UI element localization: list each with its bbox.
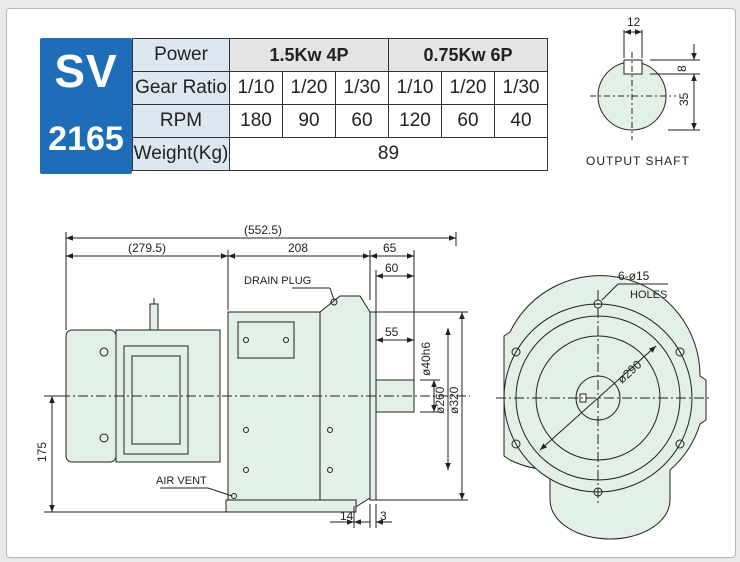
holes-label: HOLES bbox=[630, 289, 667, 301]
rpm-label: RPM bbox=[132, 104, 230, 138]
model-series: SV bbox=[54, 45, 118, 97]
mount-hole-icon bbox=[675, 347, 685, 357]
keyway bbox=[623, 59, 643, 75]
front-view bbox=[496, 275, 712, 540]
bolt-icon bbox=[99, 347, 109, 357]
weight-row: Weight(Kg) 89 bbox=[132, 137, 548, 171]
dim-shaft-dia-label: ø40h6 bbox=[419, 342, 433, 376]
inspection-cover bbox=[237, 321, 295, 359]
rpm-cell: 120 bbox=[388, 104, 442, 138]
ratio-cell: 1/20 bbox=[441, 71, 495, 105]
weight-value: 89 bbox=[229, 137, 548, 171]
mount-hole-icon bbox=[511, 439, 521, 449]
base-foot bbox=[225, 499, 357, 513]
dim-3-label: 3 bbox=[380, 509, 387, 523]
bolt-icon bbox=[243, 427, 249, 433]
dim-55-label: 55 bbox=[385, 325, 399, 339]
rpm-cell: 40 bbox=[494, 104, 548, 138]
model-number: 2165 bbox=[48, 120, 124, 158]
dim-height-label: 175 bbox=[35, 442, 49, 462]
dim-motor-label: (279.5) bbox=[128, 241, 166, 255]
ratio-label: Gear Ratio bbox=[132, 71, 230, 105]
holes-qty-label: 6-ø15 bbox=[618, 269, 650, 283]
mount-hole-icon bbox=[675, 439, 685, 449]
ratio-cell: 1/30 bbox=[494, 71, 548, 105]
dim-pcd bbox=[539, 345, 657, 451]
bolt-icon bbox=[99, 433, 109, 443]
side-view bbox=[44, 232, 470, 528]
drain-plug-label: DRAIN PLUG bbox=[244, 275, 311, 287]
leader-line bbox=[329, 287, 335, 301]
shaft-caption: OUTPUT SHAFT bbox=[586, 154, 690, 168]
air-vent-label: AIR VENT bbox=[156, 475, 207, 487]
dim-mid-label: 208 bbox=[288, 241, 308, 255]
dim-overall-label: (552.5) bbox=[244, 223, 282, 237]
rpm-cell: 90 bbox=[282, 104, 336, 138]
dim-pilot-dia-label: ø260 bbox=[433, 386, 447, 414]
dim-14-label: 14 bbox=[340, 509, 354, 523]
dim-60-label: 60 bbox=[385, 261, 399, 275]
power-row: Power 1.5Kw 4P 0.75Kw 6P bbox=[132, 38, 548, 72]
lifting-eye bbox=[149, 303, 159, 331]
ratio-row: Gear Ratio 1/10 1/20 1/30 1/10 1/20 1/30 bbox=[132, 71, 548, 105]
bolt-icon bbox=[327, 427, 333, 433]
model-badge: SV 2165 bbox=[40, 38, 132, 174]
rpm-cell: 60 bbox=[335, 104, 389, 138]
leader-line bbox=[207, 487, 233, 497]
bolt-icon bbox=[243, 337, 249, 343]
mount-hole-icon bbox=[511, 347, 521, 357]
bolt-icon bbox=[327, 467, 333, 473]
output-flange-housing bbox=[319, 295, 371, 509]
dim-65-label: 65 bbox=[383, 241, 397, 255]
shaft-key-depth: 8 bbox=[675, 65, 689, 72]
shaft-key-width: 12 bbox=[627, 15, 641, 29]
gear-housing bbox=[227, 311, 321, 509]
ratio-cell: 1/20 bbox=[282, 71, 336, 105]
weight-label: Weight(Kg) bbox=[132, 137, 230, 171]
ratio-cell: 1/30 bbox=[335, 71, 389, 105]
bolt-icon bbox=[243, 467, 249, 473]
ratio-cell: 1/10 bbox=[229, 71, 283, 105]
terminal-box-inner bbox=[131, 355, 181, 445]
output-flange bbox=[369, 311, 377, 501]
leader-line bbox=[601, 283, 619, 301]
shaft-height: 35 bbox=[677, 92, 691, 106]
dim-flange-dia-label: ø320 bbox=[447, 386, 461, 414]
bolt-icon bbox=[283, 337, 289, 343]
power-b: 0.75Kw 6P bbox=[388, 38, 548, 72]
spec-table: Power 1.5Kw 4P 0.75Kw 6P Gear Ratio 1/10… bbox=[132, 38, 548, 171]
output-shaft-view bbox=[590, 29, 700, 140]
power-label: Power bbox=[132, 38, 230, 72]
terminal-box bbox=[123, 345, 189, 455]
